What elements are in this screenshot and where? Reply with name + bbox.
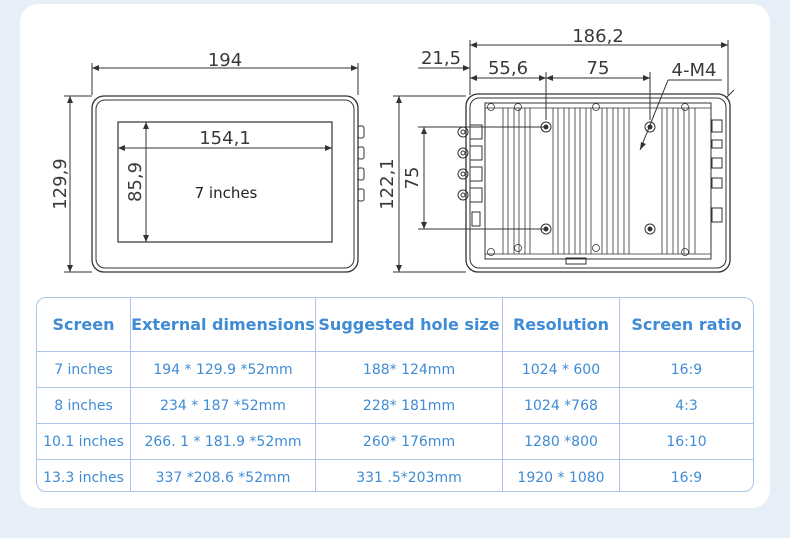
mounting-holes	[540, 121, 656, 235]
corner-screws	[487, 103, 689, 256]
header-resolution: Resolution	[502, 298, 620, 352]
cell-screen: 10.1 inches	[37, 423, 131, 460]
cell-external-dimensions: 337 *208.6 *52mm	[130, 459, 316, 491]
table-row: 13.3 inches 337 *208.6 *52mm 331 .5*203m…	[37, 459, 753, 491]
header-screen-ratio: Screen ratio	[619, 298, 753, 352]
screen-height-dim: 85,9	[125, 162, 146, 202]
cell-screen-ratio: 16:9	[619, 459, 753, 491]
header-screen: Screen	[37, 298, 131, 352]
rear-offset-dim: 21,5	[421, 48, 461, 69]
spec-table-header: Screen External dimensions Suggested hol…	[37, 298, 753, 352]
cell-screen: 13.3 inches	[37, 459, 131, 491]
cell-resolution: 1024 * 600	[502, 351, 620, 388]
rear-height-dim: 122,1	[377, 158, 398, 210]
cell-resolution: 1920 * 1080	[502, 459, 620, 491]
rear-hole-spacing-x-dim: 75	[587, 58, 610, 79]
front-housing-outline	[91, 95, 359, 273]
bottom-tab	[565, 257, 587, 265]
cell-screen-ratio: 16:10	[619, 423, 753, 460]
header-suggested-hole-size: Suggested hole size	[315, 298, 503, 352]
front-height-dim: 129,9	[50, 158, 71, 210]
header-external-dimensions: External dimensions	[130, 298, 316, 352]
screen-size-label: 7 inches	[195, 184, 258, 202]
dimension-drawing: 194 129,9 154,1 85,9 7 inches 186,2	[50, 26, 735, 273]
hole-note: 4-M4	[672, 60, 717, 81]
rear-housing-outline	[465, 93, 731, 273]
cell-resolution: 1024 *768	[502, 387, 620, 424]
table-row: 8 inches 234 * 187 *52mm 228* 181mm 1024…	[37, 387, 753, 424]
side-button-3	[357, 167, 365, 181]
rear-inner-outline	[469, 97, 727, 269]
right-connectors	[711, 89, 735, 223]
side-button-1	[357, 125, 365, 139]
rear-view: 186,2 21,5 55,6 75 4-M4 122,1 75	[377, 26, 735, 273]
cell-resolution: 1280 *800	[502, 423, 620, 460]
cell-external-dimensions: 194 * 129.9 *52mm	[130, 351, 316, 388]
heatsink-outline	[484, 102, 712, 260]
rear-width-dim: 186,2	[572, 26, 624, 47]
cell-hole-size: 331 .5*203mm	[315, 459, 503, 491]
cell-hole-size: 260* 176mm	[315, 423, 503, 460]
table-row: 7 inches 194 * 129.9 *52mm 188* 124mm 10…	[37, 351, 753, 388]
heatsink-fins	[485, 107, 711, 255]
table-row: 10.1 inches 266. 1 * 181.9 *52mm 260* 17…	[37, 423, 753, 460]
front-bezel-outline	[95, 99, 355, 269]
rear-hole-offset-dim: 55,6	[488, 58, 528, 79]
spec-table: Screen External dimensions Suggested hol…	[36, 297, 754, 492]
screen-width-dim: 154,1	[199, 128, 251, 149]
cell-screen: 7 inches	[37, 351, 131, 388]
front-width-dim: 194	[208, 50, 242, 71]
cell-external-dimensions: 234 * 187 *52mm	[130, 387, 316, 424]
side-button-2	[357, 146, 365, 160]
cell-screen: 8 inches	[37, 387, 131, 424]
screen-outline	[117, 121, 333, 243]
cell-external-dimensions: 266. 1 * 181.9 *52mm	[130, 423, 316, 460]
cell-hole-size: 188* 124mm	[315, 351, 503, 388]
cell-screen-ratio: 4:3	[619, 387, 753, 424]
side-button-4	[357, 188, 365, 202]
rear-hole-spacing-y-dim: 75	[402, 167, 423, 190]
cell-hole-size: 228* 181mm	[315, 387, 503, 424]
front-view: 194 129,9 154,1 85,9 7 inches	[50, 50, 365, 273]
cell-screen-ratio: 16:9	[619, 351, 753, 388]
side-connectors	[457, 124, 483, 227]
